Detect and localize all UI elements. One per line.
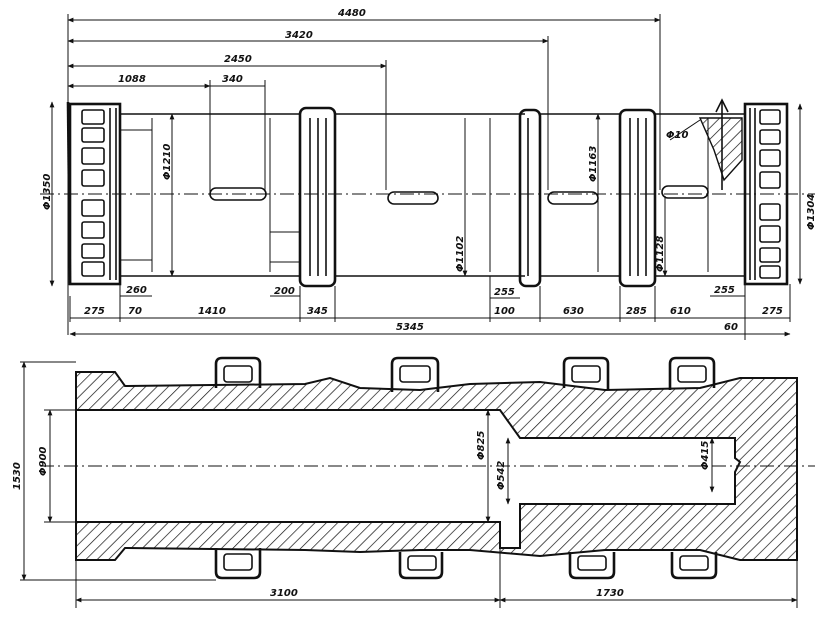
dim-overall-c: 2450 bbox=[224, 54, 252, 65]
top-dimension-lines bbox=[67, 14, 661, 335]
lug-bottom-3 bbox=[568, 552, 616, 580]
ring-collar-1 bbox=[298, 106, 337, 288]
dim-slot: 340 bbox=[222, 74, 243, 85]
lug-bottom-2 bbox=[398, 552, 444, 580]
dim-left-dia: Φ1350 bbox=[42, 174, 53, 210]
seg-275-right: 275 bbox=[762, 306, 783, 317]
slot-2 bbox=[387, 191, 439, 205]
slot-4 bbox=[661, 185, 709, 199]
dim-right-lower-dia: Φ1128 bbox=[655, 236, 666, 272]
dim-right-dia: Φ1304 bbox=[806, 194, 817, 230]
dim-total: 5345 bbox=[396, 322, 424, 333]
lug-top-2 bbox=[390, 356, 440, 392]
seg-275-left: 275 bbox=[84, 306, 105, 317]
seg-200: 200 bbox=[274, 286, 295, 297]
dim-bore-left: Φ900 bbox=[38, 447, 49, 476]
section-top-wall bbox=[75, 371, 798, 561]
dim-len-right: 1730 bbox=[596, 588, 624, 599]
dim-len-left: 3100 bbox=[270, 588, 298, 599]
ring-collar-2 bbox=[518, 108, 542, 288]
lug-bottom-1 bbox=[214, 548, 262, 580]
dim-small-hole: Φ10 bbox=[666, 130, 688, 141]
dim-mid-dia: Φ1210 bbox=[162, 144, 173, 180]
dim-bore-dia: Φ1102 bbox=[455, 236, 466, 272]
seg-630: 630 bbox=[563, 306, 584, 317]
dim-overall-b: 3420 bbox=[285, 30, 313, 41]
dim-255b: 255 bbox=[714, 285, 735, 296]
dim-right-mid-dia: Φ1163 bbox=[588, 146, 599, 182]
lug-top-1 bbox=[214, 356, 262, 388]
dim-bore-right: Φ415 bbox=[700, 441, 711, 470]
dim-height: 1530 bbox=[12, 462, 23, 490]
seg-1410: 1410 bbox=[198, 306, 226, 317]
dim-bore-step: Φ542 bbox=[496, 461, 507, 490]
slot-3 bbox=[547, 191, 599, 205]
seg-285: 285 bbox=[626, 306, 647, 317]
seg-610: 610 bbox=[670, 306, 691, 317]
dim-overall-a: 4480 bbox=[337, 8, 366, 19]
small-hole-detail bbox=[669, 98, 743, 190]
seg-70: 70 bbox=[128, 306, 142, 317]
ring-collar-3 bbox=[618, 108, 657, 288]
lug-top-4 bbox=[668, 356, 716, 390]
dim-260: 260 bbox=[126, 285, 147, 296]
dim-100: 100 bbox=[494, 306, 515, 317]
seg-255: 255 bbox=[494, 287, 515, 298]
seg-345: 345 bbox=[307, 306, 328, 317]
top-view: 4480 3420 2450 1088 340 bbox=[40, 8, 817, 340]
dim-60: 60 bbox=[724, 322, 738, 333]
section-view: 1530 Φ900 Φ825 Φ542 Φ415 3100 1730 bbox=[12, 356, 815, 608]
lug-top-3 bbox=[562, 356, 610, 390]
dim-bore-mid: Φ825 bbox=[476, 431, 487, 460]
lug-bottom-4 bbox=[670, 552, 718, 580]
dim-overall-d: 1088 bbox=[118, 74, 146, 85]
segment-dimension-lines bbox=[69, 276, 791, 340]
